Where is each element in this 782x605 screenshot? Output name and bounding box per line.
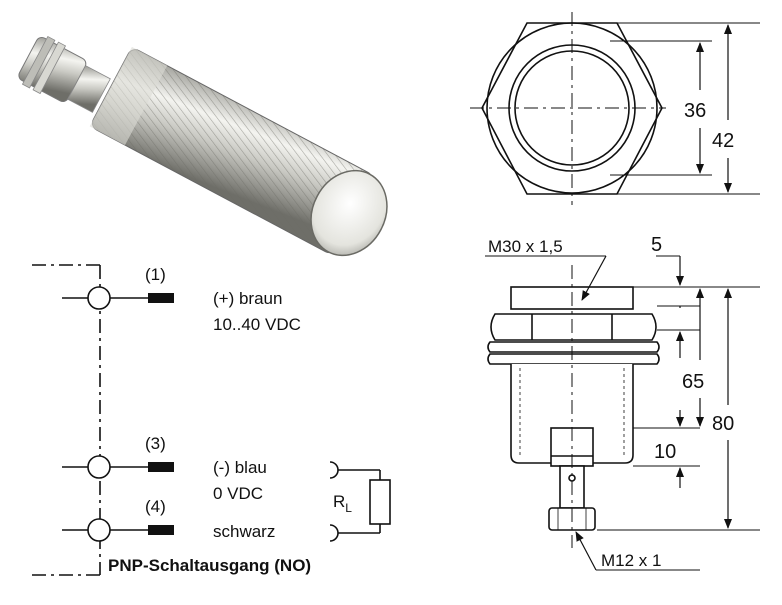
dim-sensing-offset: 10 (654, 441, 676, 463)
top-view-drawing (470, 12, 760, 205)
load-subscript: L (345, 501, 352, 515)
pin3-voltage: 0 VDC (213, 484, 263, 503)
dim-nut-height: 5 (651, 234, 662, 256)
wiring-diagram (32, 264, 391, 576)
dim-thread-length: 65 (682, 371, 704, 393)
dim-total-length: 80 (712, 413, 734, 435)
pin4-label: schwarz (213, 522, 275, 541)
connector-size-label: M12 x 1 (601, 551, 661, 570)
side-view-drawing (485, 255, 760, 571)
thread-size-label: M30 x 1,5 (488, 237, 563, 256)
sensor-photo (18, 35, 388, 257)
dim-outer-diameter: 42 (712, 130, 734, 152)
output-type-label: PNP-Schaltausgang (NO) (108, 556, 311, 575)
pin1-voltage: 10..40 VDC (213, 315, 301, 334)
pin3-label: (-) blau (213, 458, 267, 477)
pin3-number: (3) (145, 434, 166, 453)
pin1-number: (1) (145, 265, 166, 284)
dim-inner-diameter: 36 (684, 100, 706, 122)
load-resistor-label: RL (333, 492, 352, 515)
pin4-number: (4) (145, 497, 166, 516)
load-label: R (333, 492, 345, 511)
pin1-label: (+) braun (213, 289, 282, 308)
